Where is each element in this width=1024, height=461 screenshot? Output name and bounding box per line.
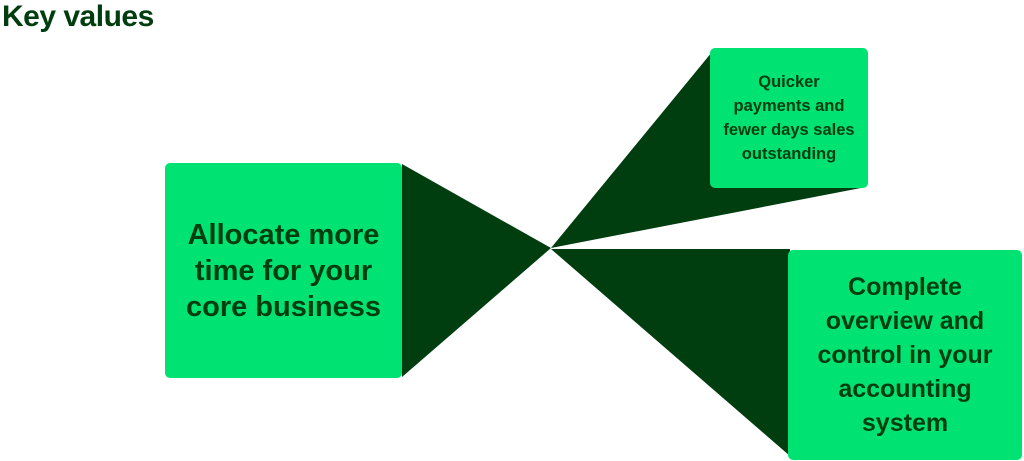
value-label: Complete overview and control in your ac… bbox=[817, 273, 993, 437]
page-title: Key values bbox=[2, 0, 154, 33]
value-box-overview-control: Complete overview and control in your ac… bbox=[788, 250, 1022, 460]
value-label: Quicker payments and fewer days sales ou… bbox=[723, 73, 855, 163]
wedge-top-right bbox=[551, 52, 866, 248]
value-box-core-business: Allocate more time for your core busines… bbox=[165, 163, 402, 378]
wedge-bottom-right bbox=[551, 249, 790, 456]
value-box-quicker-payments: Quicker payments and fewer days sales ou… bbox=[710, 48, 868, 188]
value-label: Allocate more time for your core busines… bbox=[185, 218, 382, 323]
wedge-left bbox=[402, 164, 551, 377]
